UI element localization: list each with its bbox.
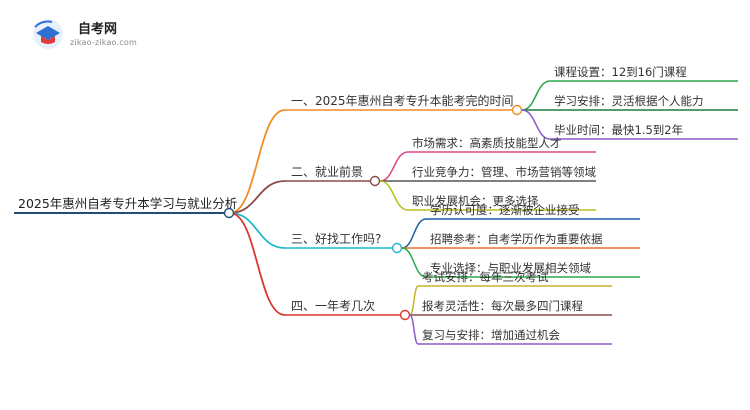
branch-node-2 xyxy=(369,175,381,187)
leaf-connector-4-3 xyxy=(409,314,419,345)
branch-label-1: 一、2025年惠州自考专升本能考完的时间 xyxy=(291,93,514,108)
branch-label-2: 二、就业前景 xyxy=(291,164,363,179)
leaf-label-2-1: 市场需求：高素质技能型人才 xyxy=(412,136,562,150)
leaf-label-3-3: 专业选择：与职业发展相关领域 xyxy=(430,261,591,275)
leaf-label-3-2: 招聘参考：自考学历作为重要依据 xyxy=(430,232,603,246)
leaf-connector-2-3 xyxy=(379,180,409,211)
leaf-label-4-2: 报考灵活性：每次最多四门课程 xyxy=(422,299,583,313)
leaf-label-4-3: 复习与安排：增加通过机会 xyxy=(422,328,560,342)
branch-connector-4 xyxy=(229,212,286,316)
branch-connector-2 xyxy=(229,180,286,214)
leaf-label-1-3: 毕业时间：最快1.5到2年 xyxy=(554,123,683,137)
branch-node-4 xyxy=(399,309,411,321)
root-label: 2025年惠州自考专升本学习与就业分析 xyxy=(18,196,237,211)
leaf-connector-3-3 xyxy=(401,247,427,278)
branch-connector-3 xyxy=(229,212,286,249)
leaf-connector-2-1 xyxy=(379,151,409,182)
leaf-label-1-1: 课程设置：12到16门课程 xyxy=(554,65,687,79)
site-logo[interactable]: 自考网 zikao-zikao.com xyxy=(30,12,140,57)
branch-node-1 xyxy=(511,104,523,116)
branch-label-4: 四、一年考几次 xyxy=(291,299,375,313)
leaf-connector-3-1 xyxy=(401,218,427,249)
logo-subtitle: zikao-zikao.com xyxy=(70,38,137,47)
graduation-cap-icon xyxy=(33,19,63,49)
leaf-label-1-2: 学习安排：灵活根据个人能力 xyxy=(554,94,704,108)
leaf-label-2-3: 职业发展机会：更多选择 xyxy=(412,194,539,208)
root-node xyxy=(223,207,235,219)
leaf-connector-1-1 xyxy=(521,80,551,111)
branch-label-3: 三、好找工作吗? xyxy=(291,232,381,246)
branch-node-3 xyxy=(391,242,403,254)
leaf-connector-4-1 xyxy=(409,285,419,316)
leaf-label-2-2: 行业竞争力：管理、市场营销等领域 xyxy=(412,165,596,179)
branch-connector-1 xyxy=(229,109,286,214)
logo-title: 自考网 xyxy=(78,22,118,37)
leaf-label-3-1: 学历认可度：逐渐被企业接受 xyxy=(430,203,580,217)
leaf-label-4-1: 考试安排：每年三次考试 xyxy=(422,270,549,284)
leaf-connector-1-3 xyxy=(521,109,551,140)
